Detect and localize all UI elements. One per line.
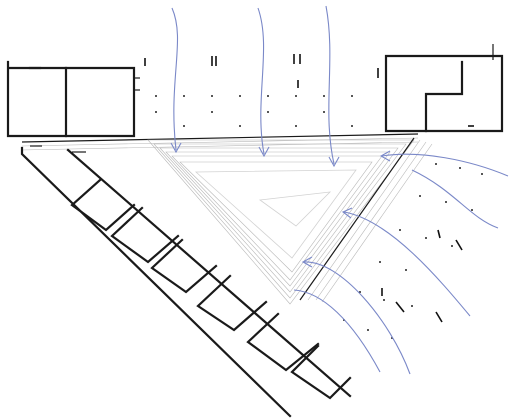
diagonal-building [20,145,352,418]
site-dots [155,95,483,339]
flow-arrow [293,289,381,373]
flow-arrow [325,5,340,168]
flow-arrow [379,150,509,177]
flow-arrow [411,169,499,229]
flow-arrow [341,207,471,317]
right-building [384,44,504,133]
flow-arrow [170,7,182,154]
flow-arrow [257,7,270,158]
flow-arrow [301,256,411,375]
left-building [6,60,140,138]
site-markers [144,54,474,323]
triangular-plaza [147,139,415,305]
flow-arrows [170,5,509,375]
top-walkway [21,133,419,151]
